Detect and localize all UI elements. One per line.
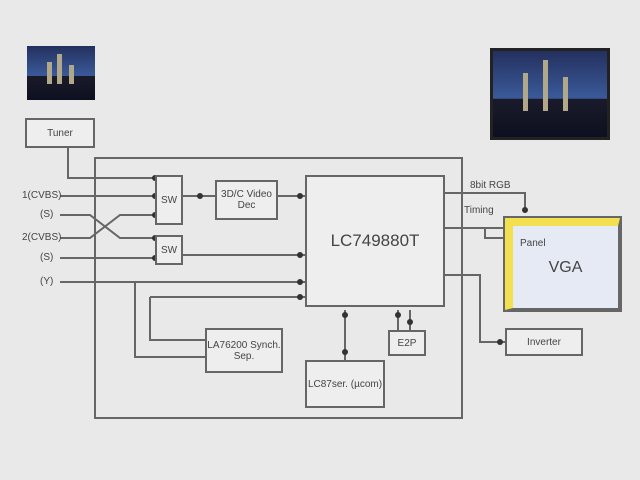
eeprom-block: E2P — [388, 330, 426, 356]
switch-1-label: SW — [160, 194, 178, 206]
eeprom-label: E2P — [397, 337, 417, 349]
inverter-block: Inverter — [505, 328, 583, 356]
switch-1: SW — [155, 175, 183, 225]
mcu-block: LC87ser. (µcom) — [305, 360, 385, 408]
display-monitor-image — [490, 48, 610, 140]
tuner-label: Tuner — [47, 127, 73, 139]
timing-signal-label: Timing — [464, 205, 494, 216]
source-image — [27, 46, 95, 100]
input-label: 1(CVBS) — [22, 190, 62, 201]
main-chip-block: LC749880T — [305, 175, 445, 307]
main-chip-label: LC749880T — [330, 231, 420, 250]
input-label: (S) — [40, 209, 54, 220]
panel-label: Panel — [520, 238, 546, 249]
tuner-block: Tuner — [25, 118, 95, 148]
input-label: (Y) — [40, 276, 54, 287]
input-label: 2(CVBS) — [22, 232, 62, 243]
sync-separator-block: LA76200 Synch. Sep. — [205, 328, 283, 373]
vga-panel-block: VGA — [503, 216, 622, 312]
video-decoder-label: 3D/C Video Dec — [221, 189, 272, 211]
inverter-label: Inverter — [527, 336, 561, 348]
sync-separator-label: LA76200 Synch. Sep. — [207, 339, 281, 362]
video-decoder-block: 3D/C Video Dec — [215, 180, 278, 220]
rgb-signal-label: 8bit RGB — [470, 180, 511, 191]
switch-2: SW — [155, 235, 183, 265]
mcu-label: LC87ser. (µcom) — [307, 378, 383, 390]
input-label: (S) — [40, 252, 54, 263]
vga-label: VGA — [548, 258, 583, 276]
switch-2-label: SW — [160, 244, 178, 256]
